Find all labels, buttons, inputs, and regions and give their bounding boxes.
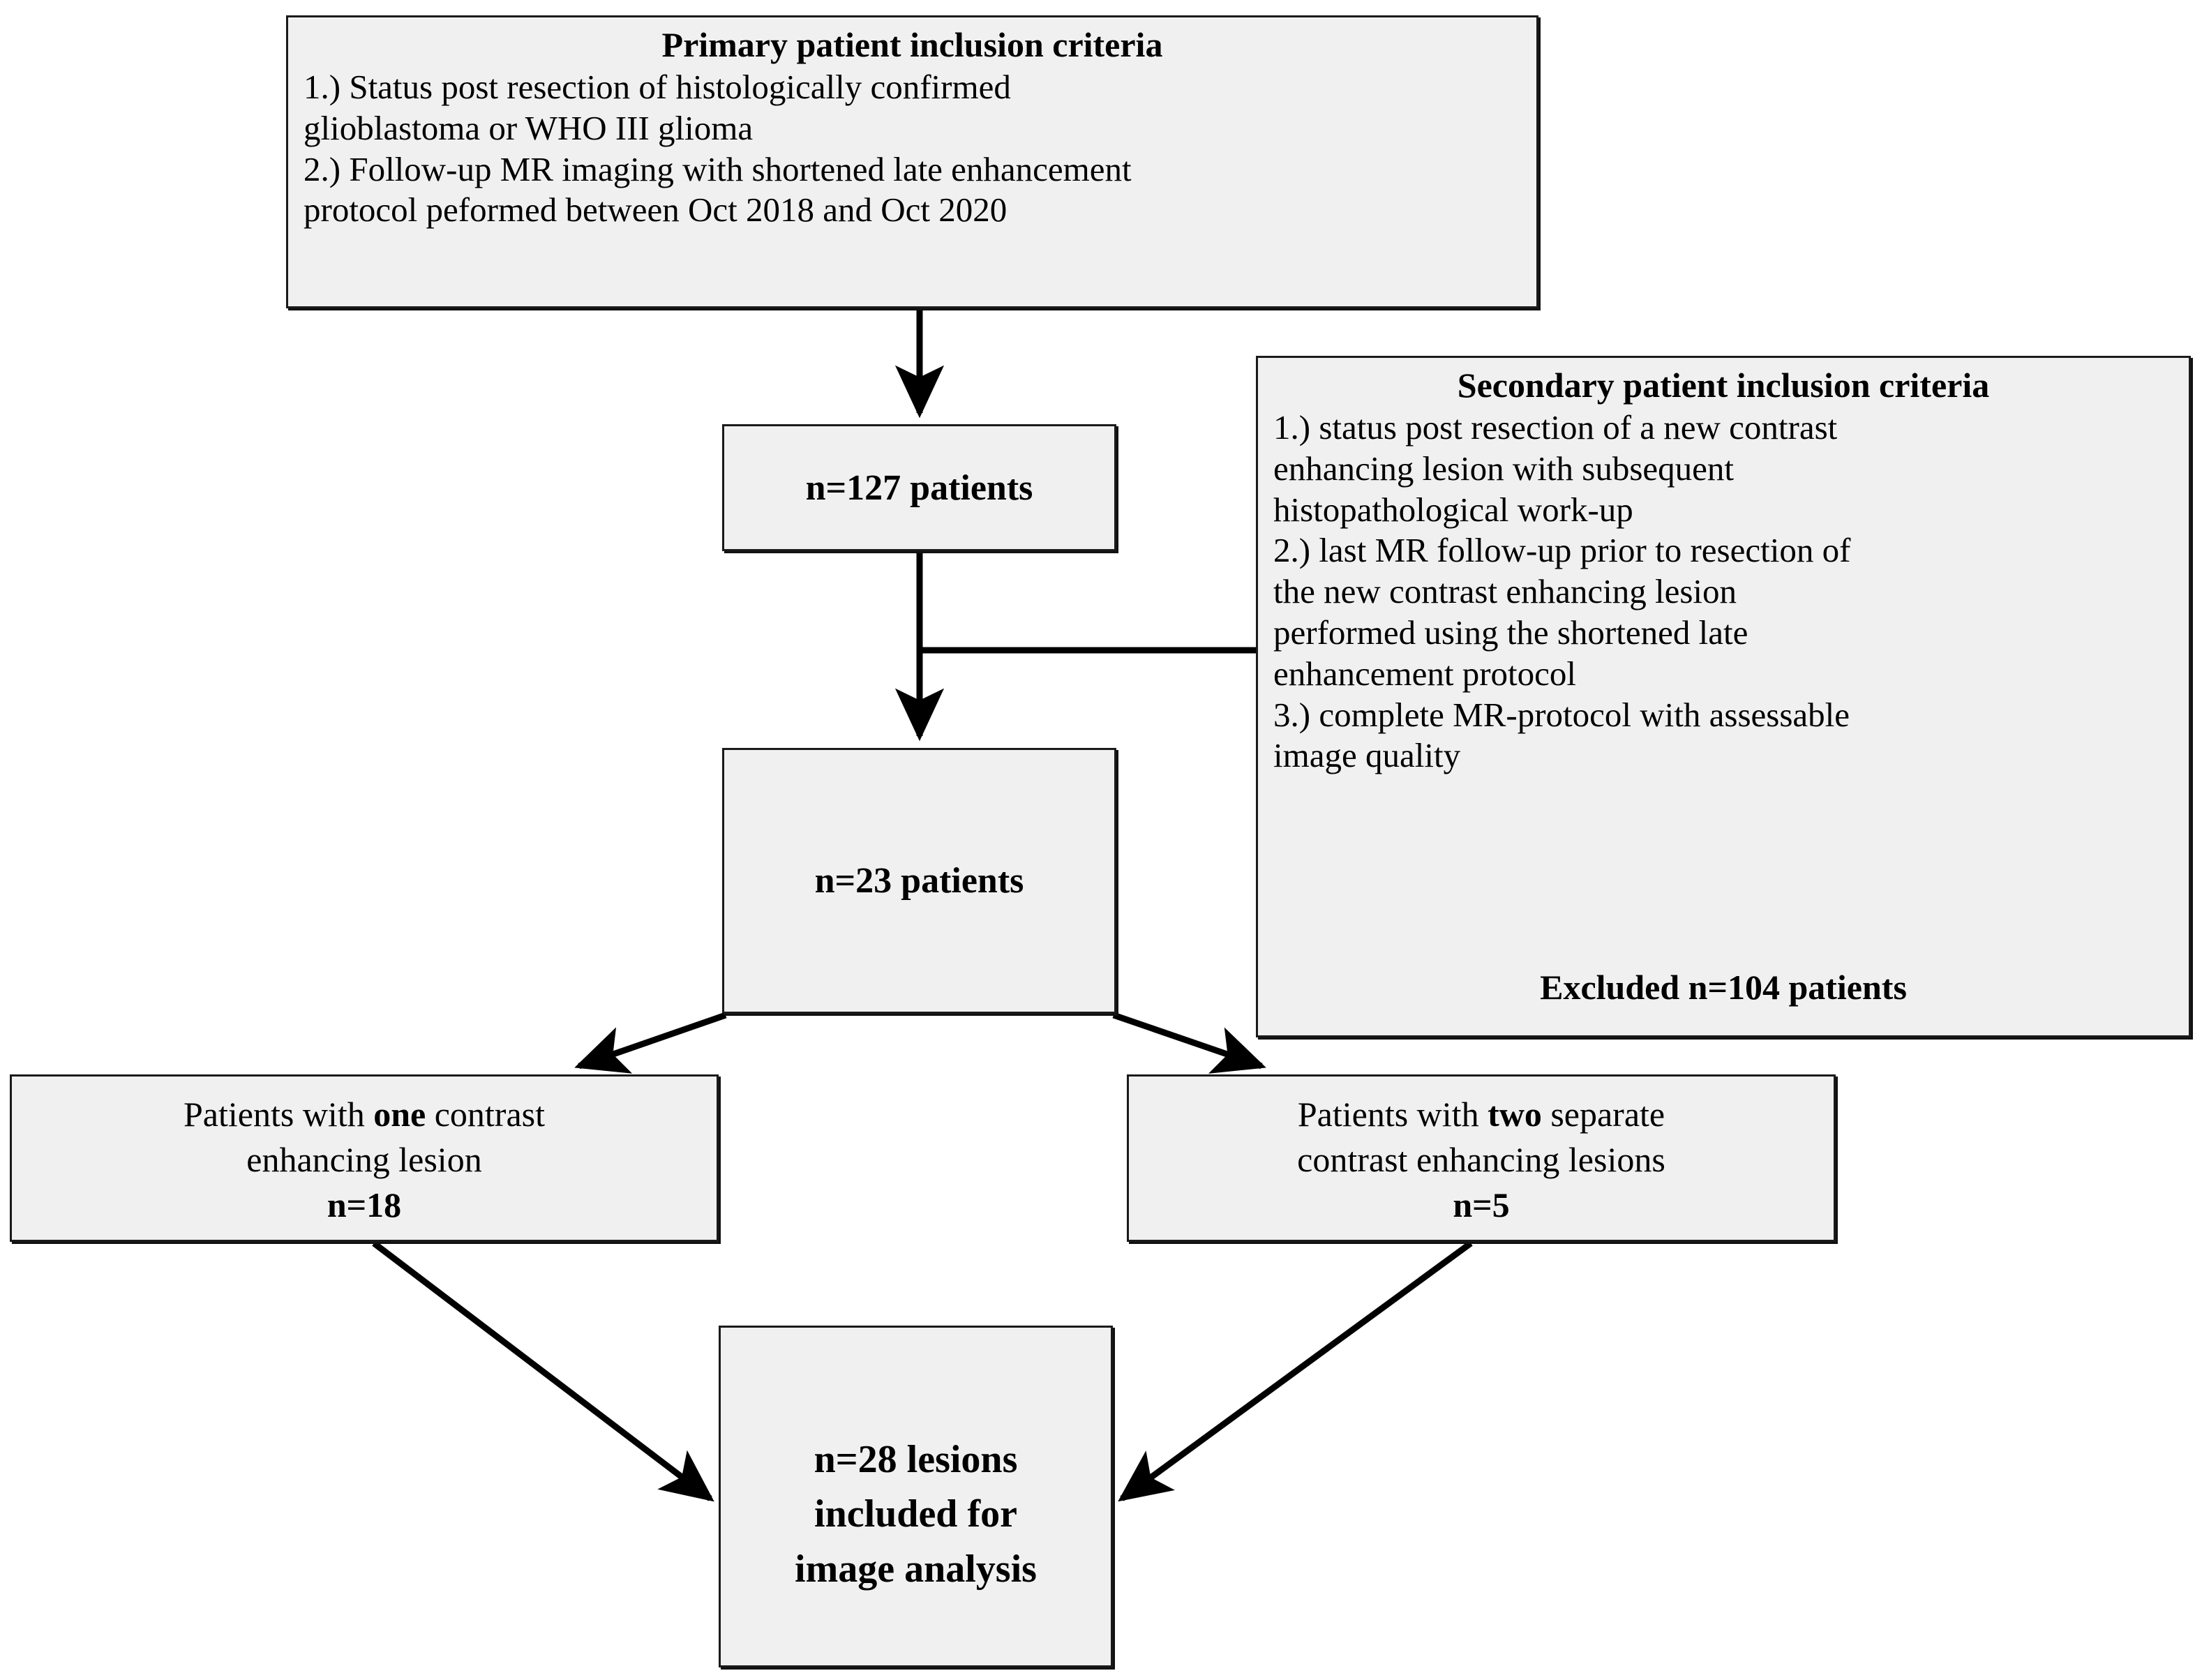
excluded-patients-label: Excluded n=104 patients — [1540, 968, 1907, 1007]
edge-two-to-final — [1118, 1240, 1473, 1502]
one-lesion-count: n=18 — [327, 1185, 402, 1224]
secondary-criteria-body: 1.) status post resection of a new contr… — [1273, 407, 2173, 777]
secondary-criteria-title: Secondary patient inclusion criteria — [1457, 366, 1990, 405]
two-lesions-text: Patients with two separate contrast enha… — [1129, 1092, 1834, 1228]
primary-inclusion-criteria-box: Primary patient inclusion criteria 1.) S… — [286, 15, 1538, 308]
cohort-127-box: n=127 patients — [722, 424, 1116, 551]
primary-criteria-line-2: glioblastoma or WHO III glioma — [304, 108, 754, 147]
two-lesions-suffix: separate — [1541, 1095, 1665, 1134]
two-lesions-emphasis: two — [1488, 1095, 1542, 1134]
secondary-criteria-line-4: 2.) last MR follow-up prior to resection… — [1273, 531, 1851, 570]
secondary-criteria-line-6: performed using the shortened late — [1273, 613, 1748, 652]
two-lesions-line-2: contrast enhancing lesions — [1297, 1140, 1665, 1179]
primary-criteria-title: Primary patient inclusion criteria — [661, 25, 1163, 64]
secondary-inclusion-criteria-box: Secondary patient inclusion criteria 1.)… — [1256, 356, 2191, 1037]
secondary-criteria-line-3: histopathological work-up — [1273, 490, 1633, 529]
secondary-criteria-line-1: 1.) status post resection of a new contr… — [1273, 408, 1838, 447]
edge-one-to-final — [372, 1240, 714, 1502]
final-lesions-line-3: image analysis — [795, 1547, 1037, 1591]
final-lesions-text: n=28 lesions included for image analysis — [721, 1432, 1111, 1596]
one-lesion-text: Patients with one contrast enhancing les… — [12, 1092, 717, 1228]
final-lesions-line-1: n=28 lesions — [814, 1438, 1018, 1481]
one-lesion-prefix: Patients with — [184, 1095, 374, 1134]
secondary-criteria-line-5: the new contrast enhancing lesion — [1273, 572, 1737, 611]
secondary-criteria-line-7: enhancement protocol — [1273, 654, 1577, 693]
primary-criteria-line-3: 2.) Follow-up MR imaging with shortened … — [304, 149, 1132, 188]
edge-23-to-one — [574, 1012, 727, 1074]
one-lesion-suffix: contrast — [426, 1095, 545, 1134]
cohort-23-label: n=23 patients — [814, 861, 1024, 901]
one-lesion-emphasis: one — [373, 1095, 426, 1134]
secondary-criteria-line-8: 3.) complete MR-protocol with assessable — [1273, 695, 1850, 734]
primary-criteria-line-4: protocol peformed between Oct 2018 and O… — [304, 190, 1008, 230]
lesions-included-box: n=28 lesions included for image analysis — [719, 1326, 1113, 1667]
one-lesion-line-1: Patients with one contrast — [12, 1092, 717, 1137]
two-lesions-prefix: Patients with — [1297, 1095, 1488, 1134]
primary-criteria-line-1: 1.) Status post resection of histologica… — [304, 68, 1011, 106]
two-lesions-line-1: Patients with two separate — [1129, 1092, 1834, 1137]
one-lesion-line-2: enhancing lesion — [246, 1140, 482, 1179]
patients-two-lesions-box: Patients with two separate contrast enha… — [1127, 1074, 1836, 1242]
secondary-criteria-line-9: image quality — [1273, 736, 1461, 775]
patients-one-lesion-box: Patients with one contrast enhancing les… — [10, 1074, 719, 1242]
final-lesions-line-2: included for — [814, 1492, 1017, 1536]
cohort-23-box: n=23 patients — [722, 748, 1116, 1014]
edge-23-to-two — [1112, 1012, 1266, 1074]
two-lesions-count: n=5 — [1453, 1185, 1510, 1224]
primary-criteria-body: 1.) Status post resection of histologica… — [304, 67, 1521, 231]
cohort-127-label: n=127 patients — [805, 467, 1033, 508]
secondary-criteria-line-2: enhancing lesion with subsequent — [1273, 449, 1735, 488]
